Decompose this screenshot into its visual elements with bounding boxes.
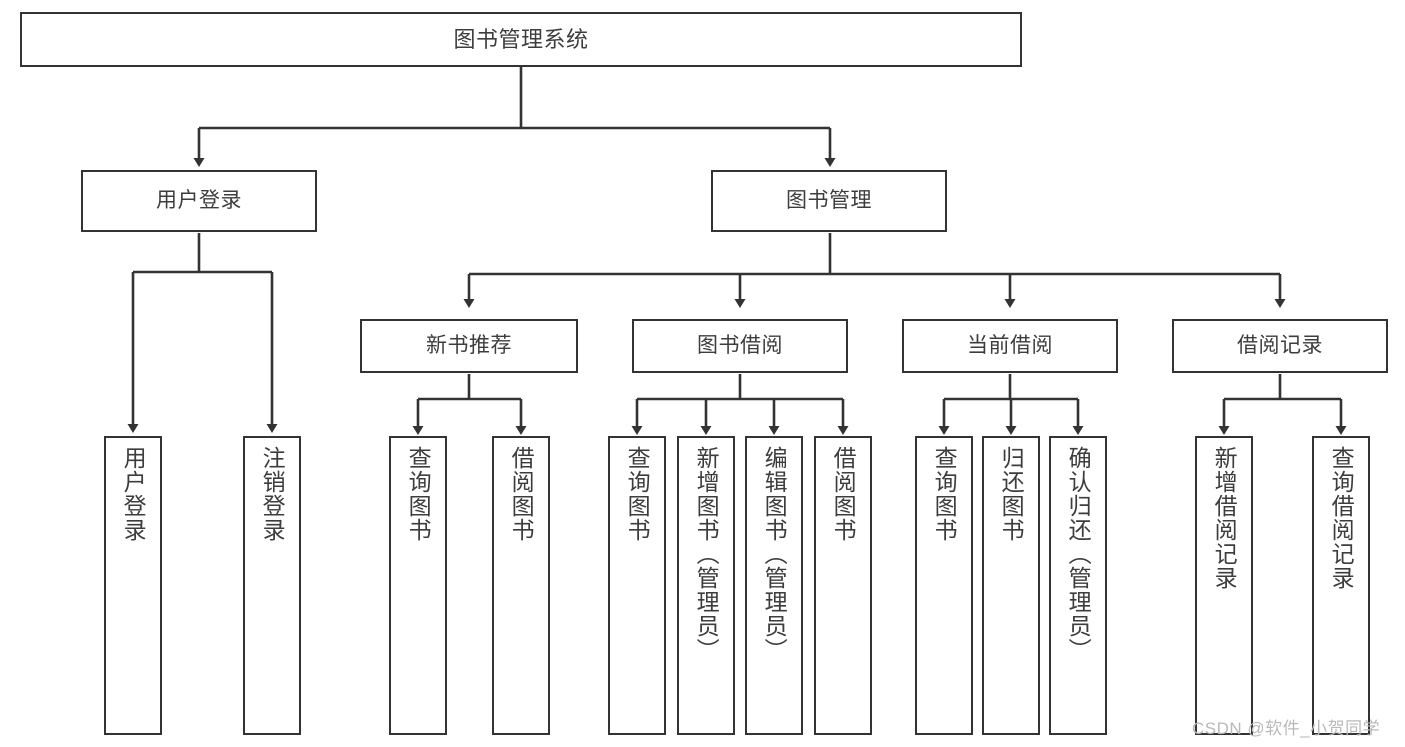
node-label: 查询图书 [624,446,651,542]
leaf-confirm-return-admin[interactable]: 确认归还（管理员） [1049,436,1107,735]
leaf-user-login[interactable]: 用户登录 [104,436,162,735]
node-label: 查询图书 [931,446,958,542]
node-label: 图书借阅 [697,333,783,357]
node-new-book-recommend[interactable]: 新书推荐 [360,319,578,373]
leaf-query-book-borrow[interactable]: 查询图书 [608,436,666,735]
node-root-system[interactable]: 图书管理系统 [20,12,1022,67]
node-borrow-record[interactable]: 借阅记录 [1172,319,1388,373]
node-book-borrow[interactable]: 图书借阅 [632,319,848,373]
leaf-return-book[interactable]: 归还图书 [982,436,1040,735]
node-label: 查询图书 [405,446,432,542]
node-label: 新增图书（管理员） [693,446,720,662]
node-label: 用户登录 [156,188,242,212]
node-user-login[interactable]: 用户登录 [81,170,317,232]
leaf-add-borrow-record[interactable]: 新增借阅记录 [1195,436,1253,735]
leaf-query-book-newbook[interactable]: 查询图书 [389,436,447,735]
leaf-query-borrow-record[interactable]: 查询借阅记录 [1312,436,1370,735]
node-label: 查询借阅记录 [1328,446,1355,590]
node-label: 借阅图书 [508,446,535,542]
node-label: 用户登录 [120,446,147,542]
node-label: 当前借阅 [967,333,1053,357]
node-label: 新增借阅记录 [1211,446,1238,590]
node-label: 借阅记录 [1237,333,1323,357]
node-label: 归还图书 [998,446,1025,542]
leaf-query-book-current[interactable]: 查询图书 [915,436,973,735]
leaf-add-book-admin[interactable]: 新增图书（管理员） [677,436,735,735]
node-label: 注销登录 [259,446,286,542]
node-label: 确认归还（管理员） [1065,446,1092,662]
leaf-logout[interactable]: 注销登录 [243,436,301,735]
node-label: 编辑图书（管理员） [761,446,788,662]
leaf-borrow-book[interactable]: 借阅图书 [814,436,872,735]
node-label: 图书管理系统 [453,26,589,52]
node-label: 图书管理 [786,188,872,212]
csdn-watermark: CSDN @软件_小贺同学 [1192,719,1381,738]
node-label: 借阅图书 [830,446,857,542]
node-label: 新书推荐 [426,333,512,357]
node-book-management[interactable]: 图书管理 [711,170,947,232]
leaf-borrow-book-newbook[interactable]: 借阅图书 [492,436,550,735]
node-current-borrow[interactable]: 当前借阅 [902,319,1118,373]
leaf-edit-book-admin[interactable]: 编辑图书（管理员） [745,436,803,735]
